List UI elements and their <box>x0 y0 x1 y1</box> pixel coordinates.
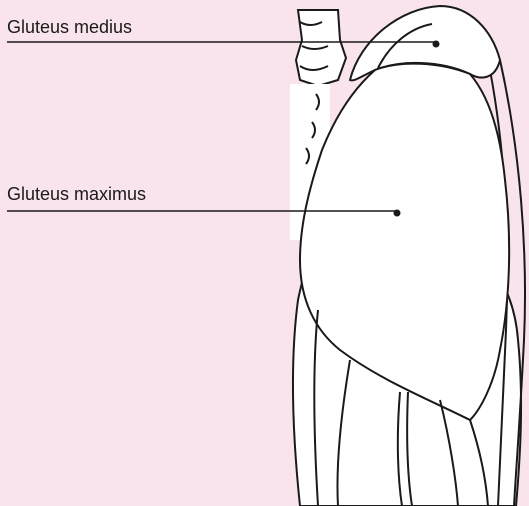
label-gluteus-maximus: Gluteus maximus <box>7 185 146 203</box>
pointer-dot-medius <box>433 41 440 48</box>
label-gluteus-medius: Gluteus medius <box>7 18 132 36</box>
pointer-dot-maximus <box>394 210 401 217</box>
